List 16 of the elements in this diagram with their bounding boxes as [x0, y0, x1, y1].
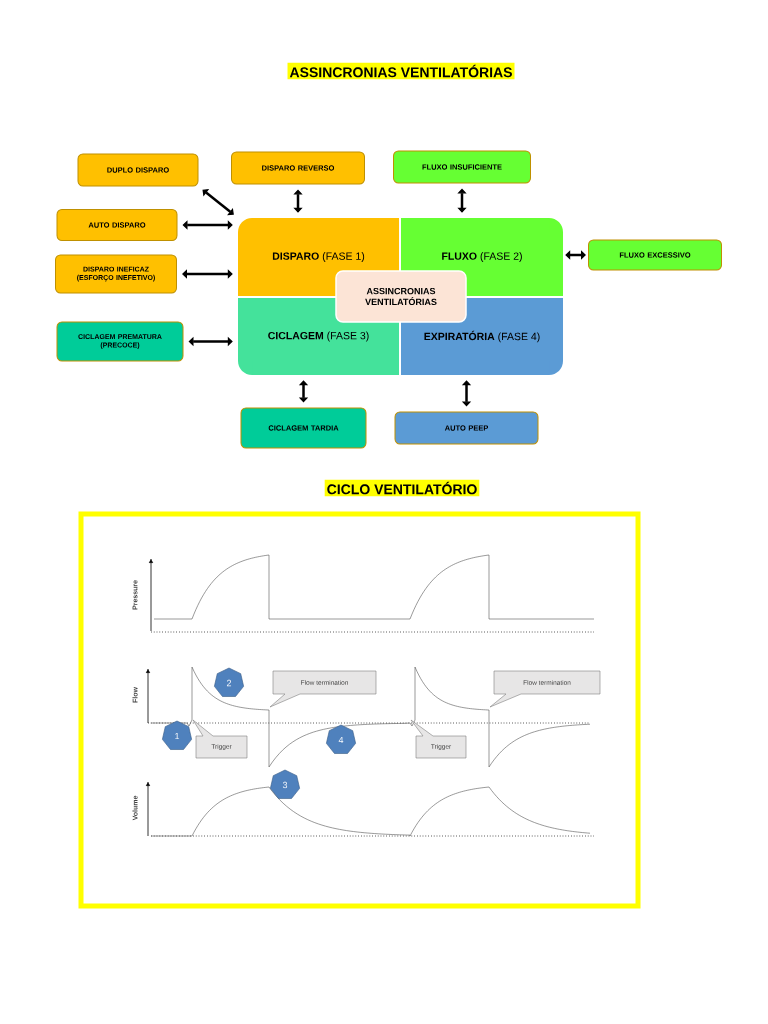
double-arrow: [461, 380, 472, 407]
double-arrow: [565, 250, 586, 260]
double-arrow: [182, 269, 233, 279]
number-badge: 3: [270, 769, 300, 799]
page-title: ASSINCRONIAS VENTILATÓRIAS: [287, 62, 515, 80]
double-arrow: [298, 380, 309, 403]
double-arrow: [182, 220, 233, 230]
double-arrow: [188, 336, 233, 347]
number-badge: 2: [214, 667, 244, 697]
number-badge: 4: [326, 724, 356, 754]
double-arrow: [293, 189, 303, 213]
double-arrow: [202, 189, 234, 216]
double-arrow: [457, 188, 467, 213]
section-heading: CICLO VENTILATÓRIO: [324, 479, 480, 497]
number-badge: 1: [162, 720, 192, 750]
central-box: ASSINCRONIAS VENTILATÓRIAS: [335, 270, 467, 323]
